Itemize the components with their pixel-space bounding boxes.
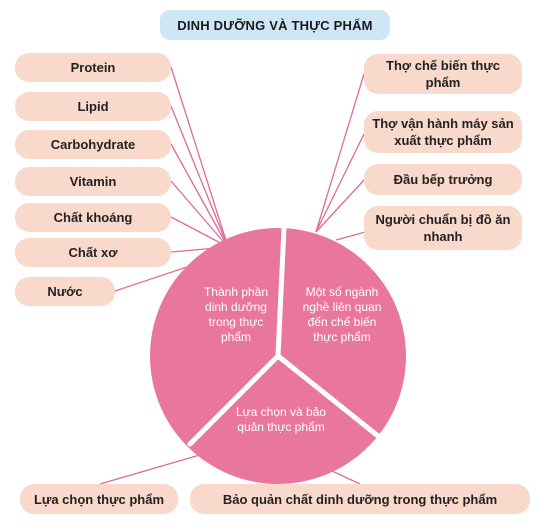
box-tho-van-hanh: Thợ vận hành máy sản xuất thực phẩm: [364, 111, 522, 153]
connector-tho-che-bien: [315, 73, 365, 233]
divider-left: [187, 353, 281, 447]
connector-lipid: [170, 105, 229, 248]
connector-tho-van-hanh: [315, 133, 365, 233]
segment-right-label: Một số ngành nghề liên quan đến chế biến…: [302, 285, 382, 344]
connector-vitamin: [170, 180, 229, 248]
divider-top: [275, 225, 287, 359]
box-vitamin: Vitamin: [15, 167, 171, 196]
connector-carbohydrate: [170, 143, 229, 248]
box-chat-khoang: Chất khoáng: [15, 203, 171, 232]
connector-chat-khoang: [170, 216, 229, 248]
box-nguoi-chuan-bi: Người chuẩn bị đồ ăn nhanh: [364, 206, 522, 250]
connector-nuoc: [114, 263, 197, 292]
box-lua-chon: Lựa chọn thực phẩm: [20, 484, 178, 514]
box-dau-bep: Đầu bếp trưởng: [364, 164, 522, 195]
box-carbohydrate: Carbohydrate: [15, 130, 171, 159]
box-protein: Protein: [15, 53, 171, 82]
box-bao-quan: Bảo quản chất dinh dưỡng trong thực phẩm: [190, 484, 530, 514]
segment-left-label: Thành phần dinh dưỡng trong thực phẩm: [203, 285, 269, 344]
box-tho-che-bien: Thợ chế biến thực phẩm: [364, 54, 522, 94]
connector-dau-bep: [315, 179, 365, 233]
connector-lua-chon: [99, 451, 211, 485]
box-nuoc: Nước: [15, 277, 115, 306]
box-chat-xo: Chất xơ: [15, 238, 171, 267]
connector-protein: [170, 66, 229, 248]
segment-bottom-label: Lựa chọn và bảo quản thực phẩm: [235, 405, 327, 434]
box-lipid: Lipid: [15, 92, 171, 121]
divider-right: [275, 353, 381, 439]
diagram-title: DINH DƯỠNG VÀ THỰC PHẨM: [160, 10, 390, 40]
